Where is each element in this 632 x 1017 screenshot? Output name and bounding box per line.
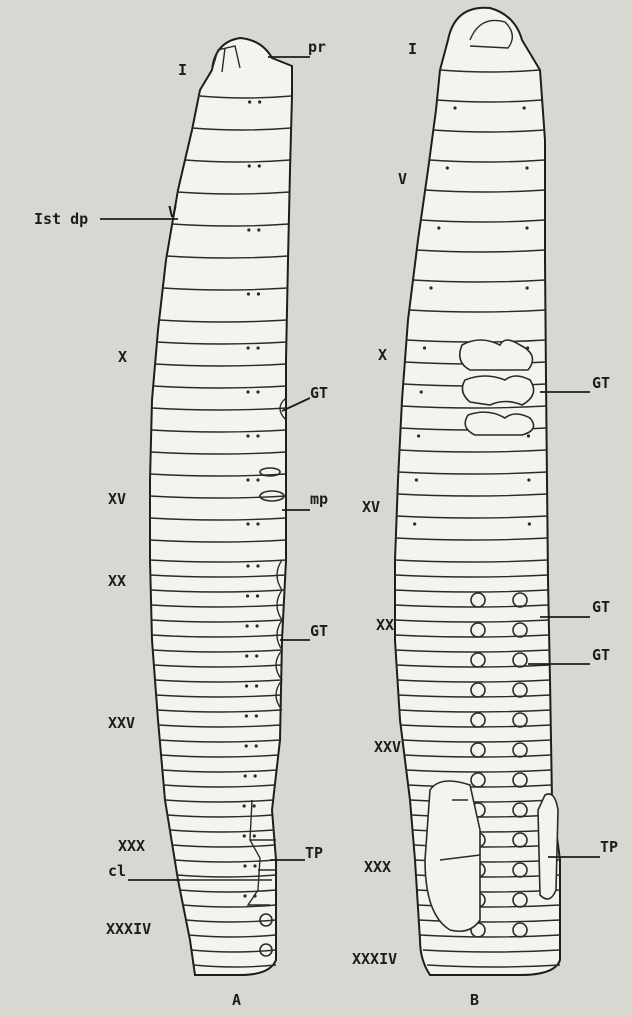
worm-a-seta-dot (254, 774, 257, 777)
worm-a-seta-dot (248, 164, 251, 167)
worm-b-seta-dot (527, 434, 530, 437)
worm-a-seta-dot (253, 834, 256, 837)
worm-b-seta-dot (437, 226, 440, 229)
worm-a-seta-dot (258, 164, 261, 167)
label-a-seg-30: XXX (118, 839, 145, 854)
worm-a-seta-dot (247, 228, 250, 231)
worm-a-seta-dot (246, 624, 249, 627)
worm-a-seta-dot (246, 594, 249, 597)
worm-b (395, 8, 560, 975)
worm-b-seta-dot (415, 478, 418, 481)
label-b-seg-1: I (408, 42, 417, 57)
worm-a-seta-dot (246, 564, 249, 567)
label-b-seg-5: V (398, 172, 407, 187)
worm-b-seta-dot (526, 286, 529, 289)
worm-a-seta-dot (258, 100, 261, 103)
worm-a-seta-dot (247, 346, 250, 349)
label-b-gt-3: GT (592, 648, 610, 663)
worm-a-seta-dot (255, 744, 258, 747)
worm-a-seta-dot (247, 292, 250, 295)
worm-a-seta-dot (243, 804, 246, 807)
label-a-gt-1: GT (310, 386, 328, 401)
label-a-seg-1: I (178, 63, 187, 78)
label-b-seg-15: XV (362, 500, 380, 515)
label-a-first-dorsal-pore: Ist dp (34, 212, 88, 227)
worm-a-seta-dot (255, 684, 258, 687)
label-b-seg-10: X (378, 348, 387, 363)
label-a-male-pore: mp (310, 492, 328, 507)
worm-a-seta-dot (257, 346, 260, 349)
worm-a-seta-dot (243, 894, 246, 897)
label-b-gt-1: GT (592, 376, 610, 391)
worm-b-gt-pad-2 (462, 376, 533, 405)
caption-b: B (470, 993, 479, 1008)
caption-a: A (232, 993, 241, 1008)
worm-a-seta-dot (253, 864, 256, 867)
label-b-seg-25: XXV (374, 740, 401, 755)
worm-a-seta-dot (246, 390, 249, 393)
worm-a-seta-dot (256, 478, 259, 481)
worm-a-seta-dot (243, 864, 246, 867)
worm-a-seta-dot (245, 714, 248, 717)
label-a-seg-15: XV (108, 492, 126, 507)
worm-a-seta-dot (246, 522, 249, 525)
worm-b-seta-dot (528, 522, 531, 525)
worm-a-seta-dot (256, 624, 259, 627)
label-b-seg-20: XX (376, 618, 394, 633)
label-a-seg-25: XXV (108, 716, 135, 731)
worm-b-seta-dot (413, 522, 416, 525)
worm-a-seta-dot (245, 684, 248, 687)
worm-b-seta-dot (525, 226, 528, 229)
label-a-gt-2: GT (310, 624, 328, 639)
label-a-prostomium: pr (308, 40, 326, 55)
worm-b-tp-right (538, 794, 558, 899)
label-b-gt-2: GT (592, 600, 610, 615)
worm-a-seta-dot (246, 478, 249, 481)
label-b-seg-34: XXXIV (352, 952, 397, 967)
worm-b-gt-pad-3 (465, 412, 533, 435)
worm-a-seta-dot (253, 804, 256, 807)
worm-b-seta-dot (446, 166, 449, 169)
worm-a (150, 38, 292, 975)
worm-a-body (150, 38, 292, 975)
worm-b-seta-dot (429, 286, 432, 289)
worm-b-seta-dot (420, 390, 423, 393)
label-b-seg-30: XXX (364, 860, 391, 875)
worm-a-seta-dot (256, 390, 259, 393)
worm-a-seta-dot (257, 228, 260, 231)
worm-a-seta-dot (243, 834, 246, 837)
label-a-seg-20: XX (108, 574, 126, 589)
worm-a-seta-dot (255, 714, 258, 717)
worm-a-seta-dot (245, 654, 248, 657)
label-a-seg-10: X (118, 350, 127, 365)
worm-b-seta-dot (527, 478, 530, 481)
worm-b-seta-dot (523, 106, 526, 109)
label-a-seg-34: XXXIV (106, 922, 151, 937)
worm-b-seta-dot (453, 106, 456, 109)
worm-a-seta-dot (256, 564, 259, 567)
worm-b-seta-dot (417, 434, 420, 437)
worm-a-seta-dot (257, 292, 260, 295)
worm-a-seta-dot (248, 100, 251, 103)
label-a-clitellum: cl (108, 864, 126, 879)
worm-a-seta-dot (255, 654, 258, 657)
worm-a-seta-dot (244, 774, 247, 777)
label-a-seg-5: V (168, 205, 177, 220)
label-a-tp: TP (305, 846, 323, 861)
worm-a-seta-dot (256, 434, 259, 437)
worm-a-seta-dot (245, 744, 248, 747)
worm-a-seta-dot (246, 434, 249, 437)
label-b-tp: TP (600, 840, 618, 855)
worm-b-seta-dot (525, 166, 528, 169)
worm-a-seta-dot (256, 522, 259, 525)
worm-b-seta-dot (423, 346, 426, 349)
worm-a-seta-dot (256, 594, 259, 597)
